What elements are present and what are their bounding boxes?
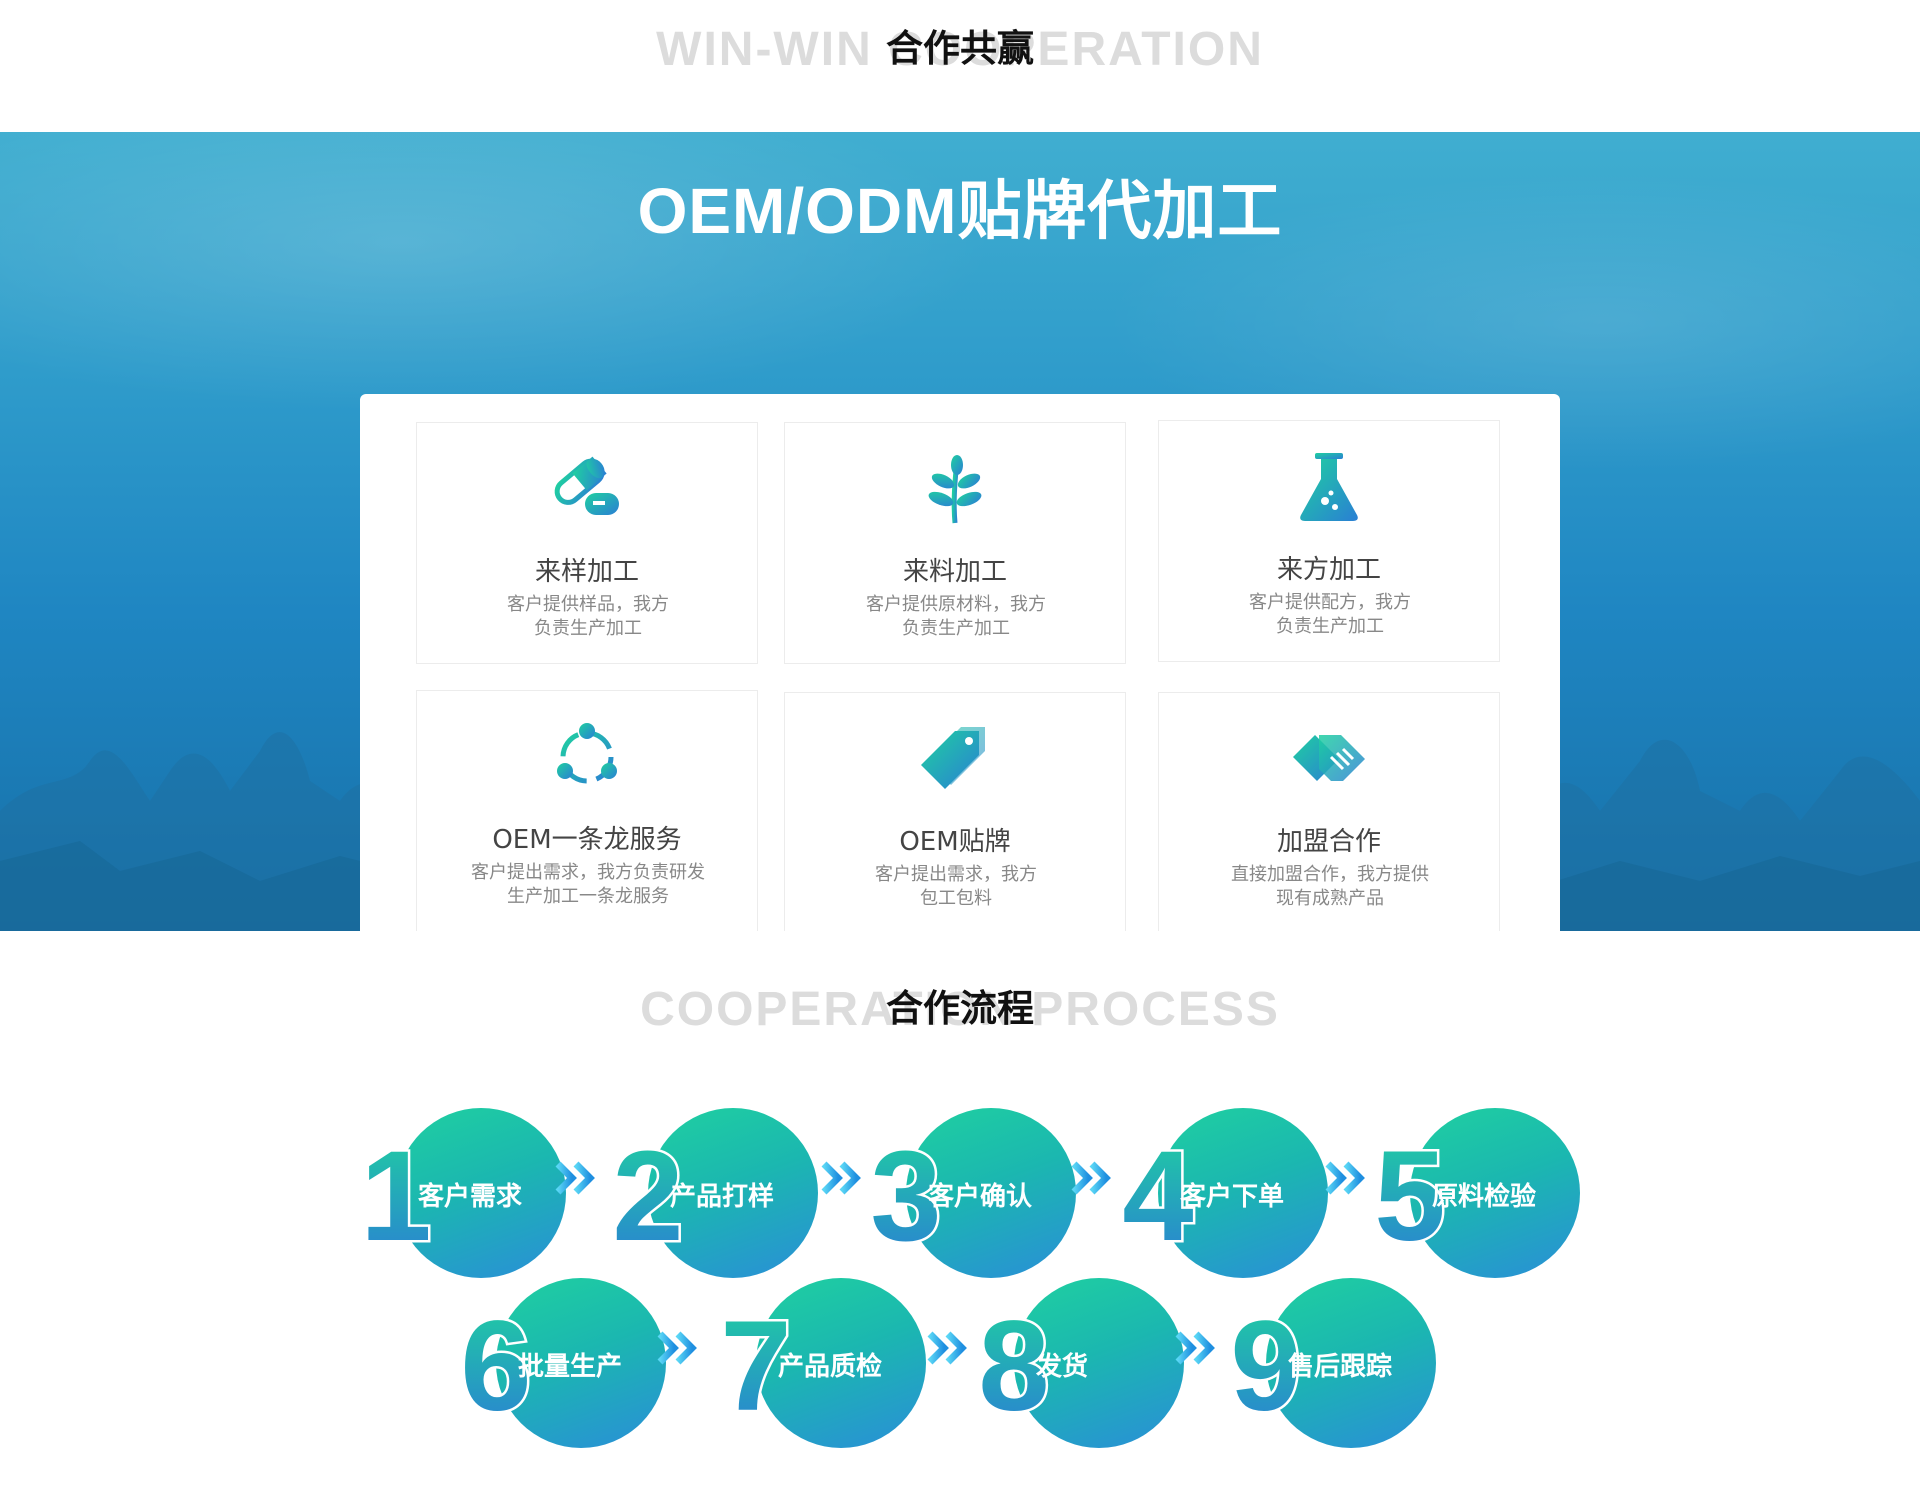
step-number: 8: [976, 1298, 1052, 1428]
service-card[interactable]: 来样加工 客户提供样品，我方负责生产加工: [416, 422, 758, 664]
step-number: 4: [1120, 1128, 1196, 1258]
step-circle: [1158, 1108, 1328, 1278]
card-title: 来方加工: [1276, 555, 1381, 585]
svg-text:5: 5: [1374, 1128, 1445, 1258]
card-title: 来料加工: [902, 557, 1007, 587]
double-chevron-right-icon: [821, 1161, 861, 1195]
step-number: 9: [1228, 1298, 1304, 1428]
step-label: 客户下单: [1180, 1182, 1285, 1212]
svg-text:4: 4: [1122, 1128, 1193, 1258]
step-label: 原料检验: [1432, 1182, 1537, 1212]
svg-text:7: 7: [720, 1298, 791, 1428]
leaf-icon: [928, 455, 982, 524]
service-card[interactable]: 来料加工 客户提供原材料，我方负责生产加工: [784, 422, 1126, 664]
step-number: 2: [610, 1128, 686, 1258]
double-chevron-right-icon: [1325, 1161, 1365, 1195]
handshake-icon: [1293, 735, 1365, 781]
step-circle: [756, 1278, 926, 1448]
svg-text:6: 6: [460, 1298, 531, 1428]
svg-text:2: 2: [612, 1128, 683, 1258]
card-title: OEM一条龙服务: [492, 825, 682, 855]
section-heading-cooperation: WIN-WIN COOPERATION 合作共赢: [0, 0, 1920, 80]
card-description: 客户提出需求，我方负责研发生产加工一条龙服务: [471, 862, 705, 907]
section-heading-cn: 合作共赢: [886, 27, 1034, 70]
step-circle: [396, 1108, 566, 1278]
section-heading-process: COOPERATION PROCESS 合作流程: [0, 960, 1920, 1040]
step-label: 产品打样: [670, 1182, 775, 1212]
step-number: 3: [868, 1128, 944, 1258]
double-chevron-right-icon: [555, 1161, 595, 1195]
tag-icon: [921, 727, 985, 789]
step-label: 产品质检: [778, 1352, 883, 1382]
service-card[interactable]: OEM一条龙服务 客户提出需求，我方负责研发生产加工一条龙服务: [416, 690, 758, 931]
step-label: 售后跟踪: [1288, 1352, 1393, 1382]
section-heading-en: WIN-WIN COOPERATION: [656, 23, 1264, 76]
step-circle: [1410, 1108, 1580, 1278]
svg-text:9: 9: [1230, 1298, 1301, 1428]
card-title: 来样加工: [534, 557, 639, 587]
step-number: 1: [358, 1128, 434, 1258]
step-label: 客户确认: [928, 1182, 1033, 1212]
card-description: 直接加盟合作，我方提供现有成熟产品: [1231, 864, 1429, 909]
capsule-icon: [554, 456, 619, 515]
oem-banner: OEM/ODM贴牌代加工 来样加工 客户提供样品，我方负责生产加工: [0, 132, 1920, 931]
step-number: 7: [718, 1298, 794, 1428]
card-description: 客户提出需求，我方包工包料: [875, 864, 1037, 909]
double-chevron-right-icon: [927, 1331, 967, 1365]
card-title: 加盟合作: [1276, 827, 1381, 857]
step-label: 客户需求: [418, 1182, 523, 1212]
services-panel: 来样加工 客户提供样品，我方负责生产加工 来料加工 客户提供原材料，我方负责生产…: [360, 394, 1560, 931]
step-number: 5: [1372, 1128, 1448, 1258]
service-card[interactable]: 来方加工 客户提供配方，我方负责生产加工: [1158, 420, 1500, 662]
svg-text:8: 8: [978, 1298, 1049, 1428]
step-circle: [1266, 1278, 1436, 1448]
double-chevron-right-icon: [1175, 1331, 1215, 1365]
double-chevron-right-icon: [1071, 1161, 1111, 1195]
step-label: 批量生产: [518, 1352, 623, 1382]
svg-text:3: 3: [870, 1128, 941, 1258]
flask-icon: [1300, 453, 1358, 521]
service-card[interactable]: 加盟合作 直接加盟合作，我方提供现有成熟产品: [1158, 692, 1500, 931]
svg-text:1: 1: [360, 1128, 431, 1258]
step-circle: [496, 1278, 666, 1448]
section-heading-cn: 合作流程: [886, 987, 1034, 1030]
card-description: 客户提供原材料，我方负责生产加工: [866, 594, 1046, 639]
section-heading-en: COOPERATION PROCESS: [640, 983, 1280, 1036]
step-label: 发货: [1036, 1352, 1089, 1382]
step-circle: [906, 1108, 1076, 1278]
step-circle: [648, 1108, 818, 1278]
card-description: 客户提供样品，我方负责生产加工: [507, 594, 669, 639]
step-circle: [1014, 1278, 1184, 1448]
card-title: OEM贴牌: [899, 827, 1011, 857]
banner-title: OEM/ODM贴牌代加工: [637, 175, 1283, 247]
cycle-icon: [557, 723, 617, 784]
step-number: 6: [458, 1298, 534, 1428]
card-description: 客户提供配方，我方负责生产加工: [1249, 592, 1411, 637]
double-chevron-right-icon: [657, 1331, 697, 1365]
service-card[interactable]: OEM贴牌 客户提出需求，我方包工包料: [784, 692, 1126, 931]
